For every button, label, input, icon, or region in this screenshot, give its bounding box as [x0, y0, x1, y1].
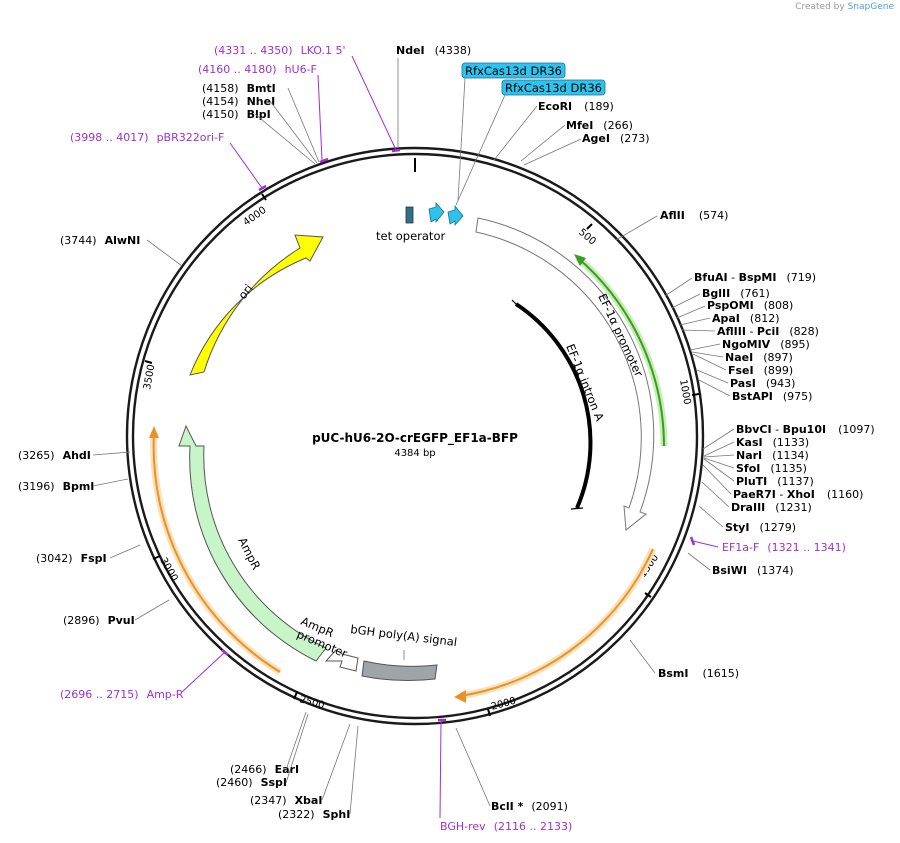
enzyme-bsiwi[interactable]: BsiWI(1374) [712, 564, 794, 577]
rfxcas13d-label-box-1[interactable] [461, 62, 566, 79]
enzyme-ndei[interactable]: NdeI(4338) [396, 44, 471, 57]
ampr-label: AmpR [235, 535, 263, 572]
enzyme-sspi[interactable]: (2460)SspI [216, 776, 287, 789]
enzyme-sfoi[interactable]: SfoI(1135) [736, 462, 807, 475]
ef1a-intron-label: EF-1α intron A [563, 342, 607, 423]
enzyme-sphi[interactable]: (2322)SphI [278, 808, 350, 821]
enzyme-kasi[interactable]: KasI(1133) [736, 436, 809, 449]
tick-2500: 2500 [298, 694, 325, 711]
enzyme-blpi[interactable]: (4150)BlpI [202, 108, 271, 121]
enzyme-labels: NdeI(4338) EcoRI(189) MfeI(266) AgeI(273… [18, 44, 875, 821]
enzyme-bglii[interactable]: BglII(761) [702, 287, 770, 300]
enzyme-mfei[interactable]: MfeI(266) [566, 119, 633, 132]
orange-band-right-arrowhead [454, 690, 466, 703]
rfxcas13d-label-2: RfxCas13d DR36 [505, 81, 602, 95]
enzyme-draiii[interactable]: DraIII(1231) [731, 501, 812, 514]
enzyme-fsei[interactable]: FseI(899) [728, 364, 793, 377]
backbone-outer-ring [125, 146, 705, 726]
primer-hu6f[interactable]: (4160 .. 4180)hU6-F [198, 63, 317, 76]
ori-feature[interactable] [189, 234, 324, 376]
enzyme-pluti[interactable]: PluTI(1137) [736, 475, 814, 488]
enzyme-alwni[interactable]: (3744)AlwNI [60, 234, 140, 247]
snapgene-credit: Created by SnapGene [795, 2, 894, 12]
enzyme-nari[interactable]: NarI(1134) [736, 449, 809, 462]
primer-lko1[interactable]: (4331 .. 4350)LKO.1 5' [214, 44, 346, 57]
enzyme-eari[interactable]: (2466)EarI [230, 763, 299, 776]
enzyme-bpmi[interactable]: (3196)BpmI [18, 480, 94, 493]
tet-operator-feature[interactable] [405, 206, 414, 224]
enzyme-fspi[interactable]: (3042)FspI [36, 552, 107, 565]
enzyme-ngomiv[interactable]: NgoMIV(895) [722, 338, 810, 351]
enzyme-pspomi[interactable]: PspOMI(808) [707, 299, 793, 312]
enzyme-apai[interactable]: ApaI(812) [712, 312, 780, 325]
enzyme-naei[interactable]: NaeI(897) [725, 351, 793, 364]
primer-pbr322ori[interactable]: (3998 .. 4017)pBR322ori-F [70, 131, 224, 144]
enzyme-pvui[interactable]: (2896)PvuI [63, 614, 135, 627]
backbone-inner-ring [131, 152, 699, 720]
primer-labels: (4331 .. 4350)LKO.1 5' (4160 .. 4180)hU6… [60, 44, 846, 833]
enzyme-bfuai-bspmi[interactable]: BfuAI - BspMI(719) [694, 271, 816, 284]
primer-ef1af[interactable]: EF1a-F(1321 .. 1341) [722, 541, 846, 554]
credit-brand: SnapGene [847, 2, 894, 12]
plasmid-length: 4384 bp [394, 448, 435, 459]
enzyme-nhei[interactable]: (4154)NheI [202, 95, 275, 108]
tet-operator-label: tet operator [376, 229, 445, 243]
enzyme-bmti[interactable]: (4158)BmtI [202, 82, 276, 95]
tick-500: 500 [576, 227, 598, 248]
ef1a-green-band [577, 257, 665, 447]
bgh-polya-label: bGH poly(A) signal [350, 622, 458, 649]
enzyme-afliii-pcii[interactable]: AflIII - PciI(828) [717, 325, 819, 338]
ampr-feature[interactable] [178, 424, 327, 662]
enzyme-bsmi[interactable]: BsmI(1615) [658, 667, 739, 680]
tick-3500: 3500 [142, 364, 157, 391]
enzyme-ecori[interactable]: EcoRI(189) [538, 100, 614, 113]
primer-bghrev[interactable]: BGH-rev(2116 .. 2133) [440, 820, 572, 833]
tick-4000: 4000 [241, 205, 268, 229]
orange-band-right [459, 548, 654, 697]
bp-ticks [144, 158, 700, 717]
ef1a-intron-arc[interactable] [514, 302, 593, 509]
enzyme-aflii[interactable]: AflII(574) [660, 209, 728, 222]
primer-ampr[interactable]: (2696 .. 2715)Amp-R [60, 688, 184, 701]
enzyme-styi[interactable]: StyI(1279) [725, 521, 796, 534]
enzyme-bstapi[interactable]: BstAPI(975) [732, 390, 812, 403]
rfxcas13d-label-box-2[interactable] [501, 79, 606, 96]
tick-1000: 1000 [677, 379, 692, 406]
primer-leader-lines [181, 55, 719, 819]
enzyme-pasi[interactable]: PasI(943) [730, 377, 795, 390]
enzyme-leader-lines [92, 58, 735, 815]
enzyme-bcli[interactable]: BclI *(2091) [491, 800, 568, 813]
orange-band-right-glow [459, 547, 657, 700]
rfxcas13d-feature-1[interactable] [428, 201, 445, 224]
green-band-arrowhead [574, 254, 586, 266]
enzyme-ahdi[interactable]: (3265)AhdI [18, 449, 91, 462]
enzyme-agei[interactable]: AgeI(273) [582, 132, 650, 145]
orange-band-left [152, 431, 281, 673]
enzyme-xbai[interactable]: (2347)XbaI [250, 794, 322, 807]
ef1a-promoter-feature[interactable] [475, 217, 655, 531]
credit-prefix: Created by [795, 2, 845, 12]
enzyme-bbvci-bpu10i[interactable]: BbvCI - Bpu10I(1097) [736, 423, 875, 436]
plasmid-name: pUC-hU6-2O-crEGFP_EF1a-BFP [312, 431, 518, 446]
ori-label: ori [235, 281, 255, 301]
bgh-polya-feature[interactable] [361, 660, 438, 681]
enzyme-paer7i-xhoi[interactable]: PaeR7I - XhoI(1160) [733, 488, 863, 501]
rfxcas13d-feature-2[interactable] [447, 204, 464, 227]
rfxcas13d-label-1: RfxCas13d DR36 [465, 64, 562, 78]
orange-band-left-arrowhead [149, 426, 159, 438]
ampr-promoter-feature[interactable] [324, 649, 359, 672]
